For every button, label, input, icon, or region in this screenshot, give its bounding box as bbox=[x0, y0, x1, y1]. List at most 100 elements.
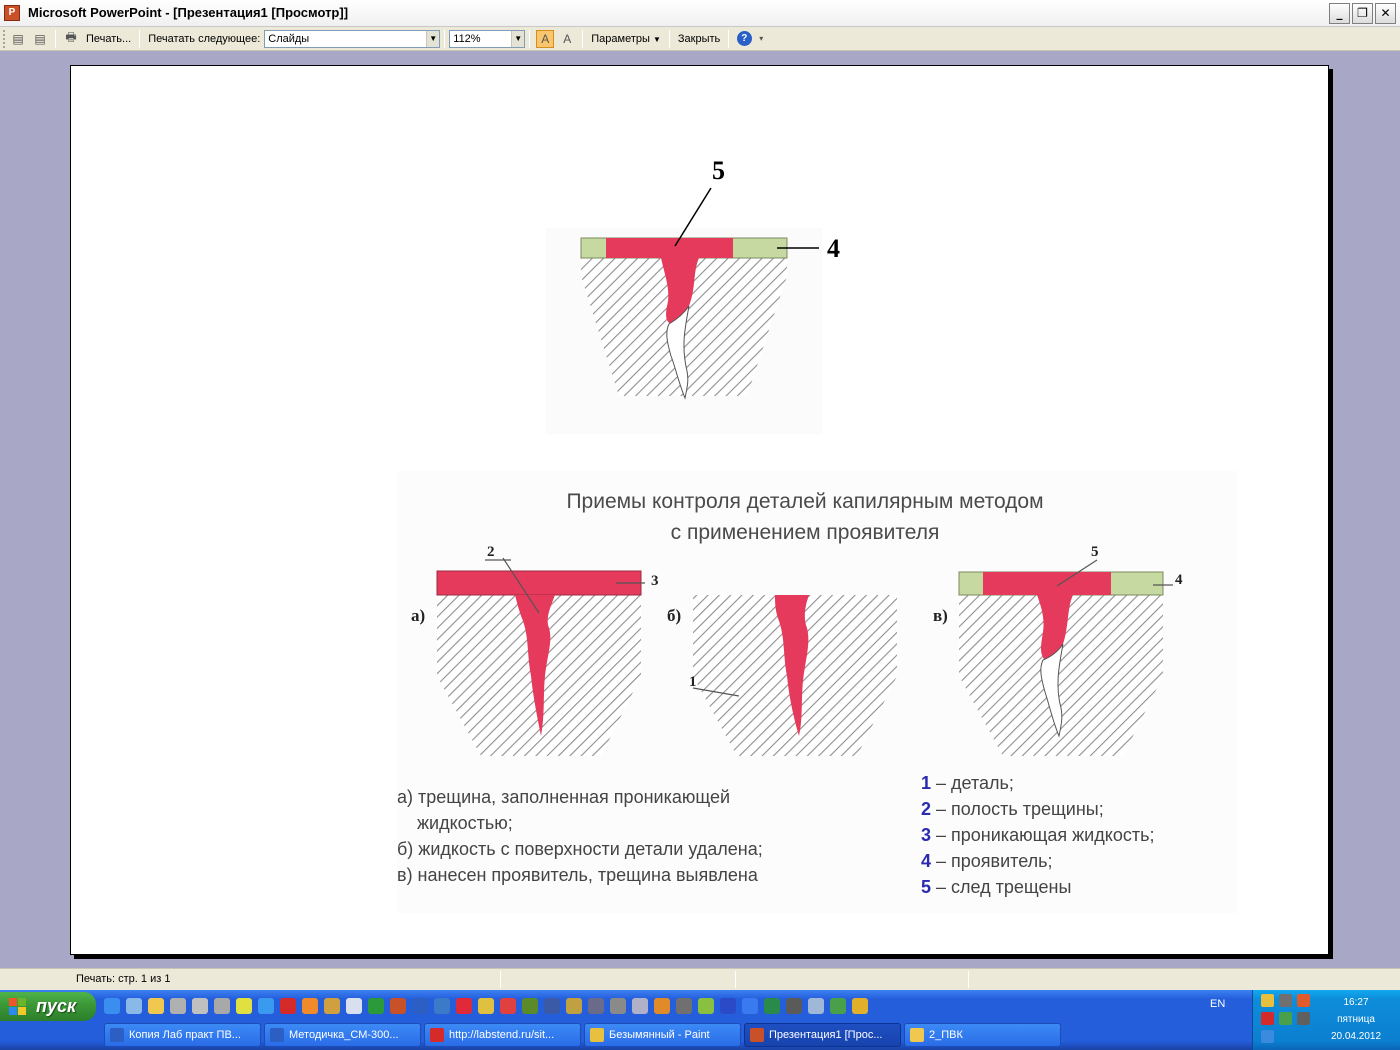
app-icon[interactable] bbox=[764, 998, 780, 1014]
user-icon[interactable] bbox=[126, 998, 142, 1014]
clock-time: 16:27 bbox=[1343, 997, 1369, 1008]
firefox-icon[interactable] bbox=[302, 998, 318, 1014]
close-button[interactable]: ✕ bbox=[1375, 3, 1396, 24]
opera-icon[interactable] bbox=[456, 998, 472, 1014]
game-icon[interactable] bbox=[236, 998, 252, 1014]
panel-b: 1 б) bbox=[667, 595, 897, 756]
word-icon[interactable] bbox=[412, 998, 428, 1014]
bottom-figure-title-line1: Приемы контроля деталей капилярным метод… bbox=[566, 490, 1043, 513]
print-what-select[interactable]: Слайды ▼ bbox=[264, 29, 441, 48]
tray-adobe-icon[interactable] bbox=[1261, 1012, 1274, 1025]
app-icon[interactable] bbox=[566, 998, 582, 1014]
task-label: http://labstend.ru/sit... bbox=[449, 1029, 555, 1041]
next-page-icon[interactable]: ▤ bbox=[34, 31, 46, 46]
drive-icon[interactable] bbox=[192, 998, 208, 1014]
task-button[interactable]: Копия Лаб практ ПВ... bbox=[104, 1023, 261, 1047]
clock-weekday: пятница bbox=[1337, 1014, 1375, 1025]
task-button[interactable]: 2_ПВК bbox=[904, 1023, 1061, 1047]
bottom-figure-title-line2: с применением проявителя bbox=[671, 521, 940, 544]
print-what-value: Слайды bbox=[268, 32, 310, 45]
tray-app-icon[interactable] bbox=[1297, 1012, 1310, 1025]
app-icon[interactable] bbox=[698, 998, 714, 1014]
language-indicator[interactable]: EN bbox=[1210, 998, 1226, 1010]
app-icon[interactable] bbox=[544, 998, 560, 1014]
app-icon[interactable] bbox=[654, 998, 670, 1014]
folder-icon[interactable] bbox=[148, 998, 164, 1014]
landscape-icon[interactable]: A bbox=[563, 31, 572, 46]
tray-app-icon[interactable] bbox=[1279, 1012, 1292, 1025]
top-label-5: 5 bbox=[712, 156, 725, 185]
app-icon[interactable] bbox=[610, 998, 626, 1014]
drive-icon[interactable] bbox=[170, 998, 186, 1014]
caption-a: а) трещина, заполненная проникающей bbox=[397, 787, 730, 807]
app-icon[interactable] bbox=[478, 998, 494, 1014]
toolbar-separator bbox=[55, 29, 56, 48]
panel-c-callout-5 bbox=[1056, 559, 1098, 587]
legend-num-4: 4 bbox=[921, 851, 931, 871]
close-preview-button[interactable]: Закрыть bbox=[677, 32, 721, 45]
toolbar-grip[interactable] bbox=[3, 29, 7, 48]
panel-c-letter: в) bbox=[933, 606, 948, 625]
opera-icon bbox=[430, 1028, 444, 1042]
task-button[interactable]: Методичка_СМ-300... bbox=[264, 1023, 421, 1047]
chevron-down-icon[interactable]: ▼ bbox=[511, 30, 525, 47]
slide-canvas: 5 4 Приемы контроля деталей капилярным м… bbox=[397, 156, 1237, 913]
word-icon bbox=[110, 1028, 124, 1042]
drive-icon[interactable] bbox=[214, 998, 230, 1014]
tool-icon[interactable] bbox=[324, 998, 340, 1014]
opera-icon[interactable] bbox=[280, 998, 296, 1014]
options-label: Параметры bbox=[591, 32, 650, 45]
clock[interactable]: 16:27 пятница 20.04.2012 bbox=[1313, 994, 1399, 1045]
ie-icon[interactable] bbox=[258, 998, 274, 1014]
zoom-select[interactable]: 112% ▼ bbox=[449, 29, 526, 48]
print-button[interactable]: Печать... bbox=[86, 32, 132, 45]
help-icon[interactable]: ? bbox=[735, 30, 753, 48]
minimize-button[interactable]: _ bbox=[1329, 3, 1350, 24]
color-grayscale-icon[interactable]: A bbox=[536, 29, 555, 48]
print-what-label: Печатать следующее: bbox=[148, 32, 261, 45]
outlook-icon[interactable] bbox=[434, 998, 450, 1014]
app-icon[interactable] bbox=[522, 998, 538, 1014]
legend-text-4: – проявитель; bbox=[931, 851, 1052, 871]
zoom-value: 112% bbox=[453, 32, 481, 45]
explorer-icon[interactable] bbox=[104, 998, 120, 1014]
legend: 1 – деталь; 2 – полость трещины; 3 – про… bbox=[921, 773, 1154, 897]
panel-a-callout-3-label: 3 bbox=[651, 573, 659, 589]
status-divider bbox=[968, 971, 969, 988]
powerpoint-icon[interactable] bbox=[390, 998, 406, 1014]
options-button[interactable]: Параметры ▼ bbox=[587, 29, 665, 49]
database-icon[interactable] bbox=[720, 998, 736, 1014]
powerpoint-icon bbox=[750, 1028, 764, 1042]
restore-button[interactable]: ❐ bbox=[1352, 3, 1373, 24]
excel-icon[interactable] bbox=[368, 998, 384, 1014]
chrome-icon[interactable] bbox=[852, 998, 868, 1014]
panel-b-callout-1-label: 1 bbox=[689, 674, 697, 690]
app-icon[interactable] bbox=[632, 998, 648, 1014]
task-button-active[interactable]: Презентация1 [Прос... bbox=[744, 1023, 901, 1047]
tray-network-icon[interactable] bbox=[1279, 994, 1292, 1007]
app-icon[interactable] bbox=[786, 998, 802, 1014]
legend-item-4: 4 – проявитель; bbox=[921, 851, 1053, 871]
chrome-icon[interactable] bbox=[500, 998, 516, 1014]
task-button[interactable]: Безымянный - Paint bbox=[584, 1023, 741, 1047]
calculator-icon[interactable] bbox=[676, 998, 692, 1014]
captions-left: а) трещина, заполненная проникающей жидк… bbox=[397, 787, 763, 885]
document-icon[interactable] bbox=[346, 998, 362, 1014]
app-icon[interactable] bbox=[808, 998, 824, 1014]
tray-security-icon[interactable] bbox=[1297, 994, 1310, 1007]
word-icon bbox=[270, 1028, 284, 1042]
chevron-down-icon[interactable]: ▼ bbox=[426, 30, 440, 47]
toolbar-options-icon[interactable]: ▾ bbox=[759, 34, 764, 43]
tray-pencil-icon[interactable] bbox=[1261, 994, 1274, 1007]
app-icon[interactable] bbox=[830, 998, 846, 1014]
task-button[interactable]: http://labstend.ru/sit... bbox=[424, 1023, 581, 1047]
callout-line-5 bbox=[674, 187, 712, 247]
previous-page-icon[interactable]: ▤ bbox=[12, 31, 24, 46]
powerpoint-icon: P bbox=[4, 5, 20, 21]
printer-icon[interactable]: 🖶 bbox=[65, 30, 77, 44]
app-icon[interactable] bbox=[742, 998, 758, 1014]
tray-app-icon[interactable] bbox=[1261, 1030, 1274, 1043]
start-button[interactable]: пуск bbox=[0, 992, 96, 1021]
app-icon[interactable] bbox=[588, 998, 604, 1014]
caption-b: б) жидкость с поверхности детали удалена… bbox=[397, 839, 763, 859]
